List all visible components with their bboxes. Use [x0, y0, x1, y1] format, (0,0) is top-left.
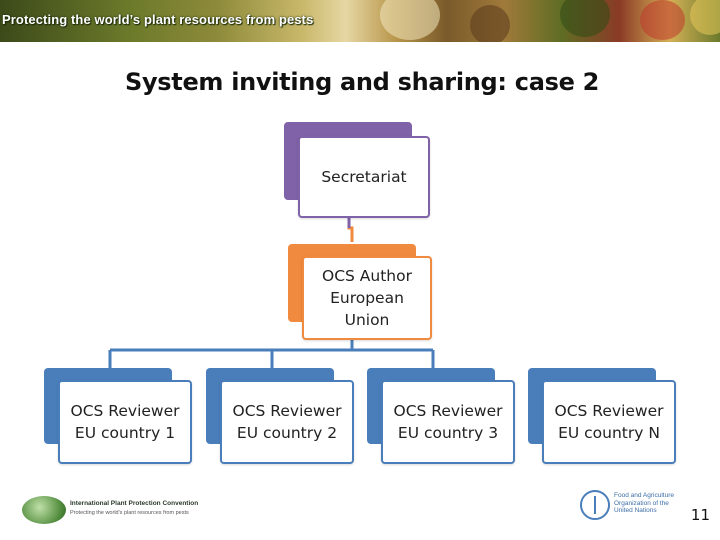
reviewer-1-country: EU country 1: [74, 424, 176, 442]
reviewer-2-country: EU country 2: [236, 424, 338, 442]
fao-line-2: Organization of the: [614, 499, 669, 507]
fao-line-3: United Nations: [614, 507, 657, 514]
fao-name: Food and Agriculture Organization of the…: [614, 492, 674, 515]
ippc-logo: International Plant Protection Conventio…: [22, 495, 227, 525]
reviewer-node-2: OCS Reviewer EU country 2: [206, 368, 354, 464]
secretariat-node: Secretariat: [284, 122, 430, 218]
banner-title: Protecting the world’s plant resources f…: [2, 12, 314, 27]
fao-logo: Food and Agriculture Organization of the…: [580, 488, 690, 524]
reviewer-n-country: EU country N: [558, 424, 660, 442]
reviewer-n-role: OCS Reviewer: [554, 402, 664, 420]
page-number: 11: [690, 506, 710, 524]
ocs-author-line-2: European: [330, 289, 404, 307]
ocs-author-node: OCS Author European Union: [288, 244, 442, 340]
slide-title: System inviting and sharing: case 2: [124, 68, 600, 96]
reviewer-1-role: OCS Reviewer: [70, 402, 180, 420]
ocs-author-line-1: OCS Author: [322, 267, 412, 285]
ippc-globe-icon: [22, 496, 66, 524]
reviewer-node-3: OCS Reviewer EU country 3: [367, 368, 515, 464]
fao-emblem-icon: [580, 490, 610, 520]
fao-line-1: Food and Agriculture: [614, 492, 674, 499]
secretariat-label: Secretariat: [321, 168, 407, 186]
header-banner: Protecting the world’s plant resources f…: [0, 0, 720, 42]
reviewer-3-country: EU country 3: [397, 424, 499, 442]
ippc-tagline: Protecting the world's plant resources f…: [70, 510, 189, 516]
ocs-author-line-3: Union: [344, 311, 390, 329]
ippc-name: International Plant Protection Conventio…: [70, 500, 199, 507]
reviewer-3-role: OCS Reviewer: [393, 402, 503, 420]
reviewer-node-1: OCS Reviewer EU country 1: [44, 368, 192, 464]
reviewer-2-role: OCS Reviewer: [232, 402, 342, 420]
reviewer-node-n: OCS Reviewer EU country N: [528, 368, 676, 464]
